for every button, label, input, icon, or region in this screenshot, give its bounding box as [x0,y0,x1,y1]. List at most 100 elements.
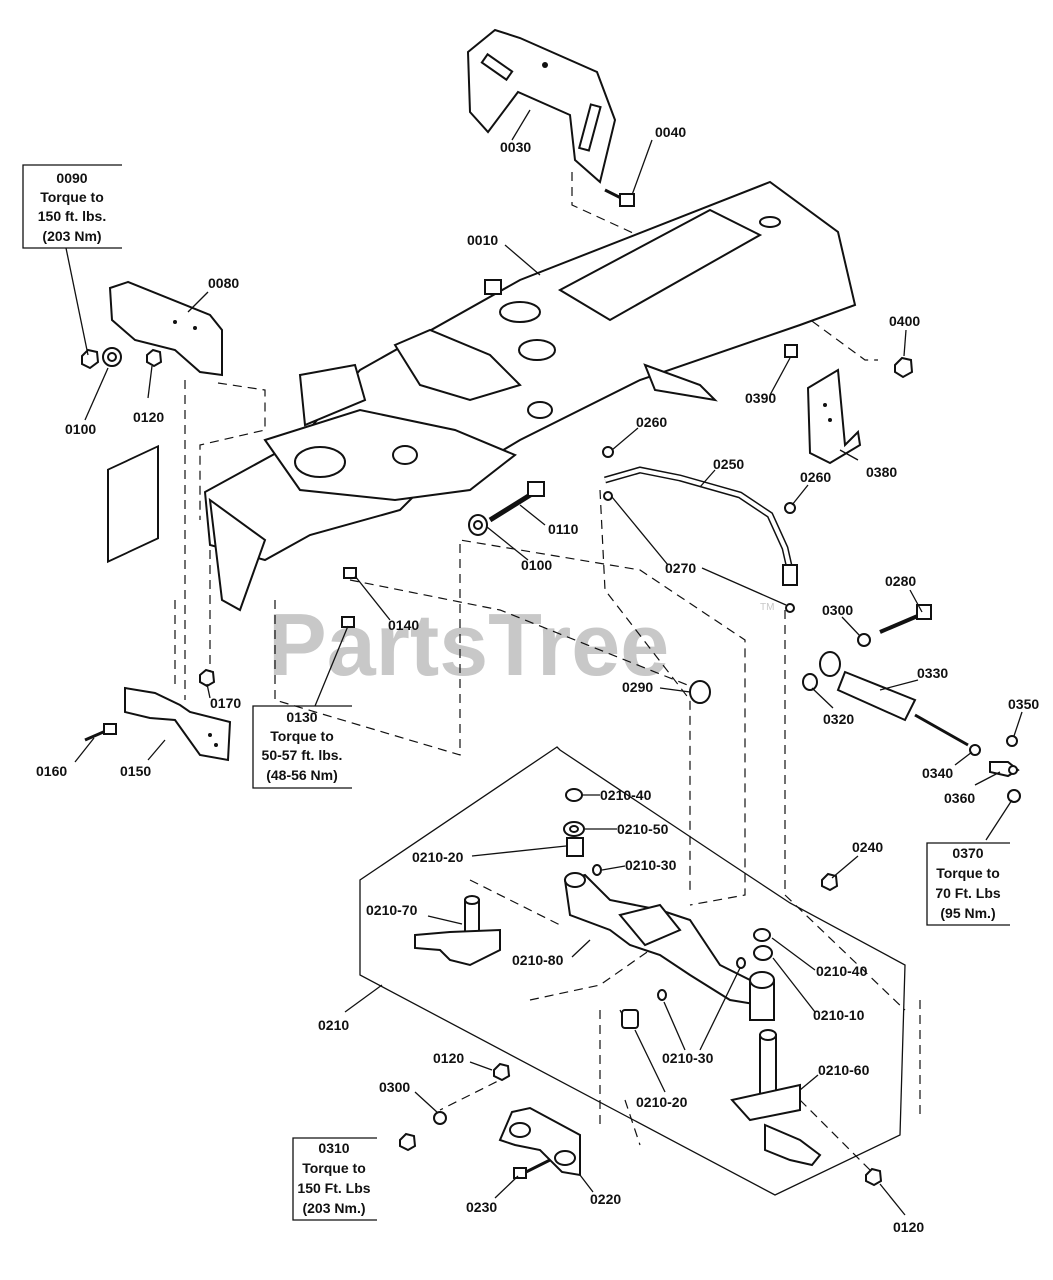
label-0230: 0230 [466,1199,497,1215]
svg-text:150 Ft. Lbs: 150 Ft. Lbs [297,1180,370,1196]
svg-text:Torque to: Torque to [936,865,1000,881]
part-0210-10-bushing [749,945,775,1021]
part-0320-washer [802,673,818,691]
part-labels: 0030 0040 0010 0080 0100 0120 0400 0390 … [36,124,1039,1235]
label-0300-upper: 0300 [822,602,853,618]
label-0210-20-lower: 0210-20 [636,1094,688,1110]
part-0210-30-fitting-lower [657,957,746,1001]
label-0350: 0350 [1008,696,1039,712]
label-0320: 0320 [823,711,854,727]
label-0220: 0220 [590,1191,621,1207]
part-0210-60-spindle-right [730,1029,822,1167]
label-0150: 0150 [120,763,151,779]
part-0380-bracket [806,368,862,465]
label-0280: 0280 [885,573,916,589]
label-0110: 0110 [548,521,579,537]
label-0250: 0250 [713,456,744,472]
svg-text:0130: 0130 [286,709,317,725]
label-0400: 0400 [889,313,920,329]
label-0390: 0390 [745,390,776,406]
part-0210-30-fitting-upper [592,864,602,876]
label-0120-mid: 0120 [433,1050,464,1066]
part-0300-washer-upper [857,633,871,647]
part-0270-washer [603,491,795,613]
label-0260-left: 0260 [636,414,667,430]
part-0210-20-bushing-upper [566,837,584,857]
part-0040-bolt [604,188,635,207]
part-0350-nut [1006,735,1018,747]
label-0340: 0340 [922,765,953,781]
label-0210-40-upper: 0210-40 [600,787,652,803]
part-0120-nut-upper [146,348,163,368]
note-0130: 0130 Torque to 50-57 ft. lbs. (48-56 Nm) [252,705,352,789]
svg-text:(203 Nm): (203 Nm) [42,228,101,244]
label-0100-left: 0100 [65,421,96,437]
svg-text:0370: 0370 [952,845,983,861]
svg-text:150 ft. lbs.: 150 ft. lbs. [38,208,106,224]
part-0340-nut [969,744,981,756]
part-0110-bolt [488,481,545,523]
label-0270: 0270 [665,560,696,576]
note-0370: 0370 Torque to 70 Ft. Lbs (95 Nm.) [926,842,1010,926]
label-0170: 0170 [210,695,241,711]
watermark-tm: TM [760,602,774,613]
part-0290-spacer [689,680,711,704]
label-0040: 0040 [655,124,686,140]
label-0380: 0380 [866,464,897,480]
part-0360-link [989,761,1020,778]
watermark: PartsTree [268,595,669,694]
part-0400-nut [894,356,914,379]
label-0360: 0360 [944,790,975,806]
label-0210-20-upper: 0210-20 [412,849,464,865]
label-0210-10: 0210-10 [813,1007,865,1023]
svg-text:0090: 0090 [56,170,87,186]
axle-assembly-outline [359,746,906,1196]
label-0210-30-lower: 0210-30 [662,1050,714,1066]
label-0240: 0240 [852,839,883,855]
part-0090-nut [81,348,100,370]
part-0210-80-axle [563,872,761,1007]
part-0260-clip-left [602,446,614,458]
part-0210-70-spindle-left [414,895,501,967]
label-0120-upper: 0120 [133,409,164,425]
part-0250-rod [604,466,798,586]
svg-text:70 Ft. Lbs: 70 Ft. Lbs [935,885,1001,901]
label-0010: 0010 [467,232,498,248]
label-0290: 0290 [622,679,653,695]
label-0210: 0210 [318,1017,349,1033]
part-0210-40-nut-lower [753,928,771,942]
part-0080-plate [108,280,223,377]
part-0210-50-washer [563,821,585,837]
part-0010-frame [107,180,857,612]
svg-text:0310: 0310 [318,1140,349,1156]
part-0310-nut [399,1132,417,1152]
label-0210-60: 0210-60 [818,1062,870,1078]
note-0310: 0310 Torque to 150 Ft. Lbs (203 Nm.) [292,1137,377,1221]
leader-lines [65,109,1023,1216]
part-0140-bolt [343,567,357,579]
label-0330: 0330 [917,665,948,681]
part-0100-washer [102,347,122,367]
part-0300-washer-lower [433,1111,447,1125]
part-0030-bracket [466,28,617,184]
part-0120-nut-mid [493,1062,511,1082]
part-0220-bracket [498,1106,581,1177]
svg-text:50-57 ft. lbs.: 50-57 ft. lbs. [262,747,343,763]
part-0170-nut [199,668,216,688]
label-0140: 0140 [388,617,419,633]
label-0210-40-lower: 0210-40 [816,963,868,979]
label-0210-30-upper: 0210-30 [625,857,677,873]
part-0120-nut-lower [865,1167,883,1187]
svg-text:(203 Nm.): (203 Nm.) [302,1200,365,1216]
part-0160-bolt [84,723,117,742]
label-0210-50: 0210-50 [617,821,669,837]
part-0330-cylinder [819,651,969,747]
label-0100-right: 0100 [521,557,552,573]
label-0120-lower: 0120 [893,1219,924,1235]
svg-text:(95 Nm.): (95 Nm.) [940,905,995,921]
note-0090: 0090 Torque to 150 ft. lbs. (203 Nm) [22,164,122,249]
part-0210-20-bushing-lower [621,1009,639,1029]
svg-text:Torque to: Torque to [40,189,104,205]
svg-text:Torque to: Torque to [302,1160,366,1176]
part-0100-washer-right [468,514,488,536]
